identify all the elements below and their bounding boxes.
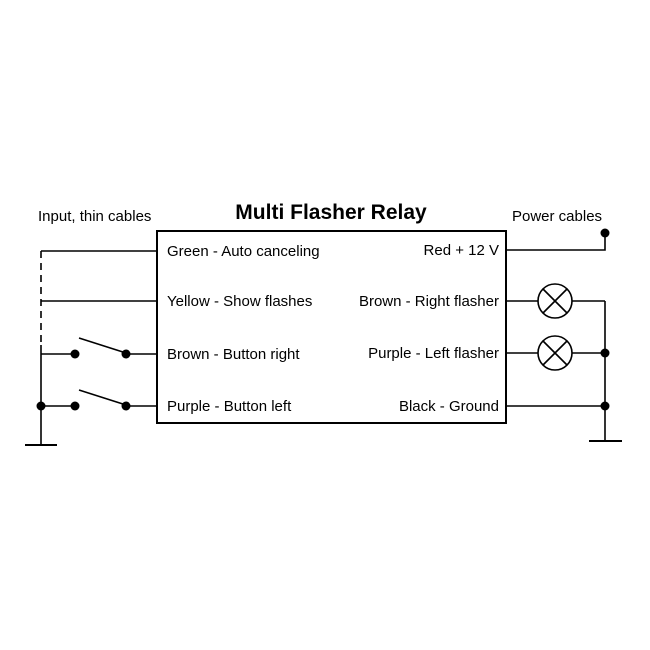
pin-label-black-ground: Black - Ground — [399, 398, 499, 415]
pin-label-purple-left-flasher: Purple - Left flasher — [368, 345, 499, 362]
left-flasher-lamp — [506, 335, 610, 371]
button-left-switch — [36, 389, 157, 411]
red-wire-path — [506, 233, 606, 251]
pin-label-green-auto-canceling: Green - Auto canceling — [167, 243, 320, 260]
power-cables-label: Power cables — [512, 208, 602, 225]
switch-terminal-dot — [70, 349, 80, 359]
switch-terminal-dot — [70, 401, 80, 411]
black-ground-wire — [506, 401, 610, 411]
pin-label-brown-right-flasher: Brown - Right flasher — [359, 293, 499, 310]
rail-junction-dot — [600, 348, 610, 358]
pin-label-brown-button-right: Brown - Button right — [167, 346, 300, 363]
terminal-dot-icon — [600, 228, 610, 238]
right-flasher-lamp — [506, 283, 605, 319]
red-12v-wire — [506, 228, 610, 251]
button-right-switch — [41, 337, 157, 359]
pin-label-red-12v: Red + 12 V — [424, 242, 499, 259]
pin-label-yellow-show-flashes: Yellow - Show flashes — [167, 293, 312, 310]
page-title: Multi Flasher Relay — [235, 201, 427, 224]
lamp-cross — [542, 288, 568, 314]
rail-junction-dot — [600, 401, 610, 411]
open-switch-icon — [78, 337, 127, 354]
input-cables-label: Input, thin cables — [38, 208, 151, 225]
pin-label-purple-button-left: Purple - Button left — [167, 398, 292, 415]
open-switch-icon — [78, 389, 127, 406]
lamp-cross — [542, 340, 568, 366]
relay-box — [156, 230, 507, 424]
